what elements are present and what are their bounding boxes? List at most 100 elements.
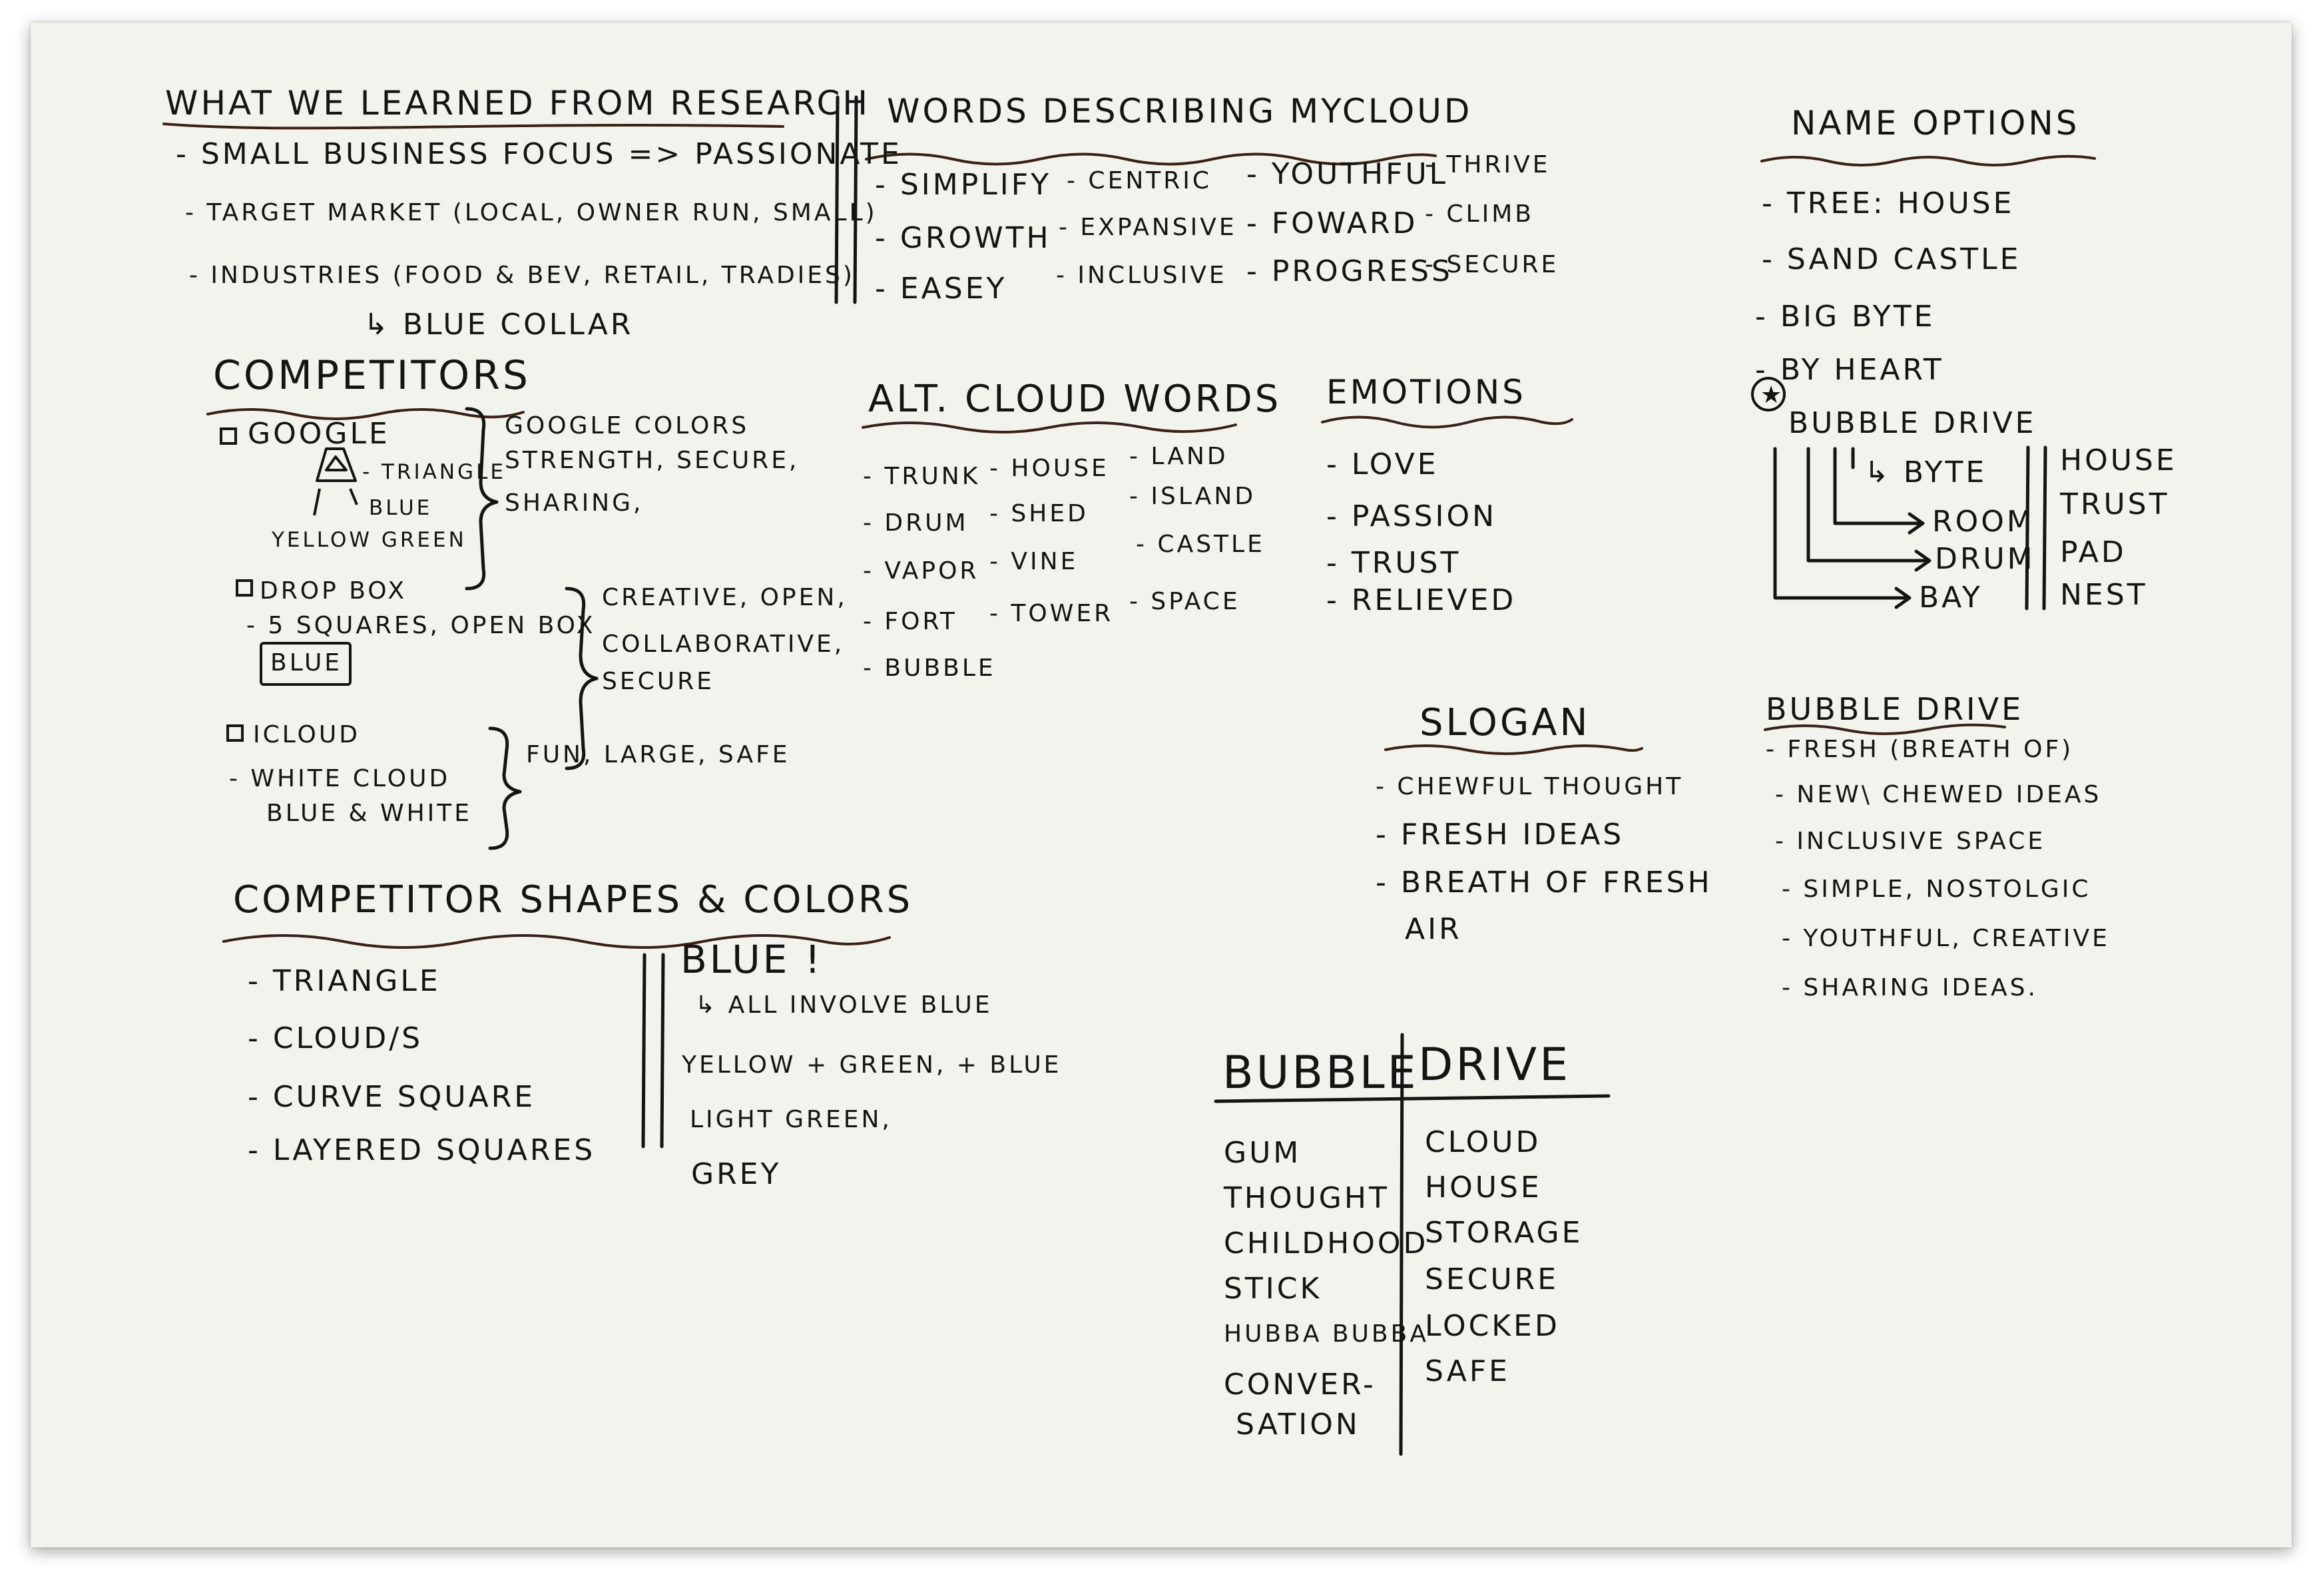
icloud-trait-1: FUN, LARGE, SAFE bbox=[526, 741, 790, 768]
shapes-right-1: ↳ ALL INVOLVE BLUE bbox=[695, 991, 993, 1019]
table-col1-1: GUM bbox=[1224, 1136, 1302, 1170]
icloud-detail-2: BLUE & WHITE bbox=[266, 800, 473, 827]
research-item-2: - TARGET MARKET (LOCAL, OWNER RUN, SMALL… bbox=[185, 199, 878, 226]
emotions-item-3: - TRUST bbox=[1326, 546, 1461, 580]
whiteboard-paper: WHAT WE LEARNED FROM RESEARCH - SMALL BU… bbox=[31, 23, 2292, 1547]
words-col2-3: - INCLUSIVE bbox=[1056, 262, 1227, 289]
star-icon: ★ bbox=[1760, 382, 1785, 409]
slogan-title: SLOGAN bbox=[1420, 701, 1591, 744]
icloud-checkbox bbox=[226, 724, 244, 742]
table-header-drive: DRIVE bbox=[1418, 1039, 1571, 1091]
words-col3-3: - PROGRESS bbox=[1246, 254, 1453, 288]
bubble-notes-item-4: - SIMPLE, NOSTOLGIC bbox=[1782, 876, 2091, 903]
dropbox-checkbox bbox=[236, 579, 253, 597]
slogan-item-3: - BREATH OF FRESH bbox=[1376, 866, 1712, 900]
research-item-3: - INDUSTRIES (FOOD & BEV, RETAIL, TRADIE… bbox=[189, 262, 855, 289]
underline-emotions bbox=[1321, 415, 1573, 429]
google-trait-3: SHARING, bbox=[505, 489, 644, 517]
names-title: NAME OPTIONS bbox=[1791, 104, 2080, 142]
alt-col2-4: - TOWER bbox=[989, 600, 1114, 627]
names-right-3: PAD bbox=[2060, 535, 2127, 569]
words-col1-3: - EASEY bbox=[875, 272, 1007, 306]
competitors-title: COMPETITORS bbox=[213, 352, 531, 399]
shapes-title: COMPETITOR SHAPES & COLORS bbox=[233, 878, 913, 922]
bubble-notes-item-1: - FRESH (BREATH OF) bbox=[1766, 736, 2074, 763]
google-trait-1: GOOGLE COLORS bbox=[505, 412, 750, 439]
words-title: WORDS DESCRIBING MYCLOUD bbox=[887, 92, 1473, 131]
emotions-item-4: - RELIEVED bbox=[1326, 583, 1517, 617]
dropbox-trait-3: SECURE bbox=[602, 668, 714, 695]
names-item-1: - TREE: HOUSE bbox=[1762, 186, 2015, 220]
table-col2-1: CLOUD bbox=[1425, 1125, 1541, 1159]
shapes-right-4: GREY bbox=[691, 1157, 782, 1191]
icloud-name: ICLOUD bbox=[253, 721, 360, 748]
names-right-2: TRUST bbox=[2060, 487, 2170, 521]
table-header-bubble: BUBBLE bbox=[1222, 1047, 1419, 1099]
emotions-title: EMOTIONS bbox=[1326, 373, 1526, 411]
dropbox-detail-2: BLUE bbox=[270, 649, 343, 676]
underline-research bbox=[162, 123, 784, 130]
table-col1-6: CONVER- bbox=[1224, 1368, 1376, 1402]
table-col1-2: THOUGHT bbox=[1224, 1181, 1390, 1215]
alt-col1-4: - FORT bbox=[863, 608, 957, 635]
names-item-3: - BIG BYTE bbox=[1755, 300, 1936, 334]
words-col3-2: - FOWARD bbox=[1246, 206, 1418, 240]
bubble-notes-title: BUBBLE DRIVE bbox=[1766, 691, 2024, 727]
brace-icloud bbox=[488, 726, 522, 850]
separator-names-b bbox=[2042, 445, 2047, 611]
branch-byte: ↳ BYTE bbox=[1864, 455, 1987, 489]
slogan-item-4: AIR bbox=[1405, 912, 1462, 946]
slogan-item-2: - FRESH IDEAS bbox=[1376, 818, 1625, 852]
google-detail-3: YELLOW GREEN bbox=[272, 528, 467, 552]
branch-bay: BAY bbox=[1919, 581, 1983, 615]
alt-col2-3: - VINE bbox=[989, 548, 1079, 575]
bubble-notes-item-2: - NEW\ CHEWED IDEAS bbox=[1775, 781, 2102, 808]
research-item-1: - SMALL BUSINESS FOCUS => PASSIONATE bbox=[176, 137, 902, 171]
table-col1-7: SATION bbox=[1236, 1408, 1360, 1442]
alt-col3-4: - SPACE bbox=[1129, 588, 1240, 615]
table-col2-6: SAFE bbox=[1425, 1354, 1510, 1388]
emotions-item-1: - LOVE bbox=[1326, 447, 1439, 481]
bubble-notes-item-5: - YOUTHFUL, CREATIVE bbox=[1782, 925, 2110, 952]
google-triangle-sketch bbox=[313, 447, 358, 516]
arrow-drum-head bbox=[1914, 549, 1932, 572]
shapes-right-3: LIGHT GREEN, bbox=[690, 1106, 892, 1133]
underline-names bbox=[1760, 154, 2096, 166]
words-col2-1: - CENTRIC bbox=[1067, 167, 1212, 194]
names-item-2: - SAND CASTLE bbox=[1762, 242, 2021, 276]
underline-alt bbox=[862, 421, 1237, 433]
shapes-right-heading: BLUE ! bbox=[680, 937, 824, 982]
branch-drum: DRUM bbox=[1935, 542, 2035, 576]
names-item-5: BUBBLE DRIVE bbox=[1788, 406, 2037, 440]
google-checkbox bbox=[220, 427, 237, 445]
dropbox-trait-2: COLLABORATIVE, bbox=[602, 631, 845, 658]
table-col1-5: HUBBA BUBBA bbox=[1224, 1320, 1429, 1348]
alt-title: ALT. CLOUD WORDS bbox=[868, 378, 1282, 421]
shapes-left-3: - CURVE SQUARE bbox=[248, 1080, 536, 1114]
table-col1-3: CHILDHOOD bbox=[1224, 1226, 1429, 1260]
branch-room: ROOM bbox=[1932, 505, 2035, 539]
google-trait-2: STRENGTH, SECURE, bbox=[505, 447, 800, 474]
dropbox-trait-1: CREATIVE, OPEN, bbox=[602, 584, 848, 611]
underline-slogan bbox=[1384, 744, 1643, 755]
table-col2-4: SECURE bbox=[1425, 1262, 1559, 1296]
separator-shapes-a bbox=[641, 953, 646, 1149]
research-title: WHAT WE LEARNED FROM RESEARCH bbox=[165, 84, 871, 123]
arrow-bay-head bbox=[1894, 587, 1912, 609]
table-col2-2: HOUSE bbox=[1425, 1171, 1542, 1204]
words-col1-2: - GROWTH bbox=[875, 221, 1051, 255]
dropbox-name: DROP BOX bbox=[260, 577, 407, 605]
alt-col3-3: - CASTLE bbox=[1136, 531, 1265, 558]
google-detail-1: - TRIANGLE bbox=[362, 460, 506, 484]
alt-col1-1: - TRUNK bbox=[863, 463, 981, 490]
bubble-notes-item-6: - SHARING IDEAS. bbox=[1782, 974, 2038, 1001]
shapes-left-4: - LAYERED SQUARES bbox=[248, 1133, 596, 1167]
names-right-4: NEST bbox=[2060, 578, 2148, 612]
words-col2-2: - EXPANSIVE bbox=[1059, 214, 1237, 241]
shapes-left-2: - CLOUD/S bbox=[248, 1021, 423, 1055]
alt-col3-2: - ISLAND bbox=[1129, 483, 1256, 510]
slogan-item-1: - CHEWFUL THOUGHT bbox=[1376, 773, 1684, 800]
words-col1-1: - SIMPLIFY bbox=[875, 168, 1051, 202]
table-col2-3: STORAGE bbox=[1425, 1216, 1583, 1250]
brace-google bbox=[465, 407, 499, 591]
